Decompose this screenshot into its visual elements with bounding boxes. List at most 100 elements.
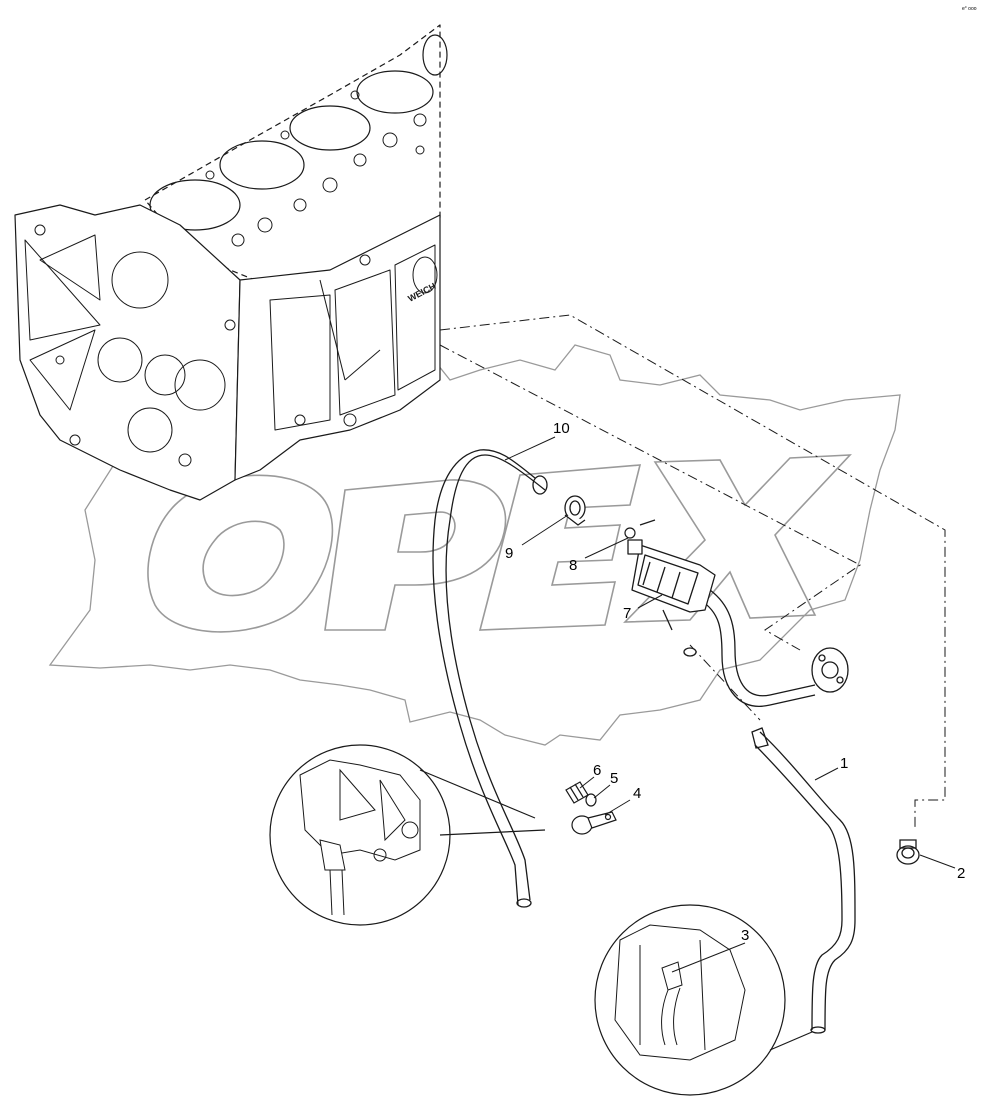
fitting-thread xyxy=(574,783,584,798)
detail-hole xyxy=(401,821,419,839)
deck-hole xyxy=(415,145,425,155)
callout-3: 3 xyxy=(741,927,749,944)
timing-cover xyxy=(14,204,241,501)
detail-right-engine xyxy=(614,924,746,1061)
callout-6: 6 xyxy=(593,762,601,779)
cover-rib xyxy=(29,329,96,411)
part-4-pipe-clip xyxy=(571,811,617,835)
flange-center xyxy=(821,661,839,679)
part-2-grommet xyxy=(896,839,920,865)
engine-block: WEICH xyxy=(14,24,448,501)
fitting-thread xyxy=(569,786,579,801)
cover-rib xyxy=(24,239,101,341)
cooler-outlet-pipe xyxy=(699,589,849,707)
cylinder-bore xyxy=(356,70,434,114)
outlet-pipe-inner xyxy=(699,599,816,707)
callout-7: 7 xyxy=(623,605,631,622)
cover-gear-hole xyxy=(174,359,226,411)
boundary-line xyxy=(439,344,861,651)
detail-circle xyxy=(269,744,451,926)
detail-fitting xyxy=(319,839,346,871)
cylinder-bore xyxy=(289,105,371,151)
oil-cooler xyxy=(627,539,716,657)
cover-gear-hole xyxy=(111,251,169,309)
deck-hole xyxy=(280,130,290,140)
oil-line xyxy=(344,349,381,381)
grommet-inner xyxy=(901,847,915,859)
leader-7 xyxy=(637,594,663,609)
detail-pipe xyxy=(341,869,345,916)
cover-rib xyxy=(39,234,101,301)
cooler-face xyxy=(637,554,699,605)
washer-ring xyxy=(585,793,597,807)
side-panel xyxy=(334,269,396,416)
callout-8: 8 xyxy=(569,557,577,574)
leader-1 xyxy=(814,767,839,781)
cooler-bracket xyxy=(627,539,643,555)
deck-hole xyxy=(350,90,360,100)
watermark-letter-p xyxy=(324,479,507,631)
oil-line xyxy=(319,279,346,381)
detail-leader xyxy=(419,769,536,819)
deck-hole xyxy=(257,217,273,233)
callout-1: 1 xyxy=(840,755,848,772)
side-panel xyxy=(269,294,331,431)
outlet-pipe-outer xyxy=(709,589,816,697)
cover-gear-hole xyxy=(144,354,186,396)
detail-circle xyxy=(594,904,786,1096)
deck-hole xyxy=(382,132,398,148)
pipe-10 xyxy=(432,449,548,908)
side-bolt xyxy=(343,413,357,427)
cooler-fin xyxy=(642,561,651,586)
cover-bolt xyxy=(178,453,192,467)
clip-tab xyxy=(587,811,617,829)
detail-view-left xyxy=(269,744,546,926)
cylinder-bore xyxy=(149,179,241,231)
clip-hole xyxy=(604,813,612,821)
detail-line xyxy=(699,939,706,1051)
leader-10 xyxy=(504,436,556,461)
cooler-fin xyxy=(656,566,666,593)
pipe-1-bottom xyxy=(810,1026,826,1034)
leader-5 xyxy=(593,784,611,799)
pipe-1-outer xyxy=(759,731,856,1031)
part-8-bolt xyxy=(624,519,656,539)
deck-hole xyxy=(205,170,215,180)
cover-gear-hole xyxy=(97,337,143,383)
side-bolt xyxy=(294,414,306,426)
sheet-tag: e° ooo xyxy=(962,6,977,12)
bolt-head xyxy=(624,527,636,539)
cooler-stud xyxy=(662,609,673,631)
callout-labels: 10 9 8 7 6 5 4 1 2 3 xyxy=(505,420,965,944)
bolt-shank xyxy=(639,519,656,526)
clamp-tab xyxy=(564,514,586,526)
cover-bolt xyxy=(55,355,65,365)
fitting-body xyxy=(565,781,589,804)
cooler-fin xyxy=(671,571,681,599)
boundary-line xyxy=(689,644,761,721)
detail-hole xyxy=(373,848,387,862)
deck-hole xyxy=(322,177,338,193)
engine-side-details xyxy=(269,244,438,431)
callout-4: 4 xyxy=(633,785,641,802)
leader-6 xyxy=(579,776,595,789)
pipe-10-inner xyxy=(432,449,536,906)
cover-bolt xyxy=(34,224,46,236)
part-6-fitting xyxy=(565,781,589,804)
callout-5: 5 xyxy=(610,770,618,787)
detail-rib xyxy=(339,768,376,821)
cylinder-bore xyxy=(422,34,448,76)
deck-hole xyxy=(413,113,427,127)
detail-leader xyxy=(769,1031,813,1051)
watermark-letter-e xyxy=(478,464,642,631)
detail-rib xyxy=(379,779,406,842)
leader-3 xyxy=(671,942,746,973)
cover-gear-hole xyxy=(127,407,173,453)
detail-pipe xyxy=(661,989,669,1046)
flange xyxy=(811,647,849,693)
pipe-1-inner xyxy=(754,744,843,1031)
side-bolt xyxy=(359,254,371,266)
boundary-line xyxy=(439,314,946,830)
cover-bolt xyxy=(69,434,81,446)
